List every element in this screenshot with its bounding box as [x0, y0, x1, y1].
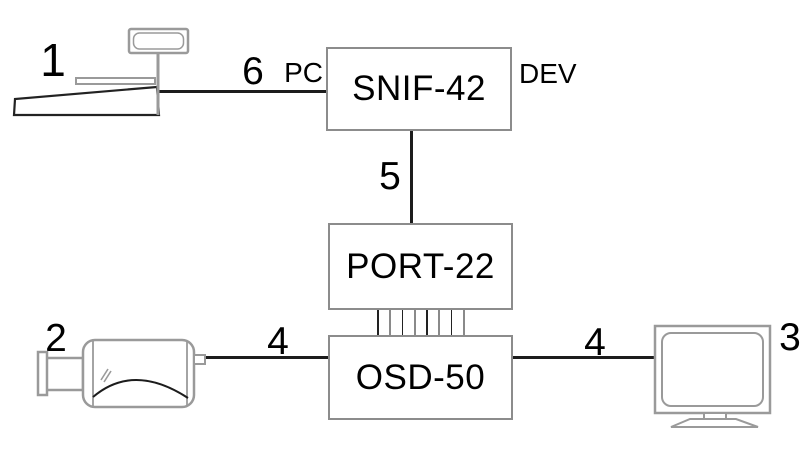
ribbon-wire: [413, 310, 416, 335]
box-port-22-label: PORT-22: [346, 246, 495, 286]
connection-5-label: 5: [379, 155, 401, 198]
box-snif-42-label: SNIF-42: [352, 69, 486, 108]
device-1-number: 1: [40, 34, 66, 86]
device-3-number: 3: [779, 316, 801, 359]
ribbon-wire: [426, 310, 428, 335]
ribbon-wire: [377, 310, 379, 335]
connection-camera-to-osd: [204, 356, 328, 359]
connection-register-to-snif: [159, 90, 326, 93]
dev-port-label: DEV: [519, 58, 577, 89]
ribbon-wire: [450, 310, 453, 335]
cash-register-icon: [12, 27, 190, 117]
ribbon-wire: [462, 310, 465, 335]
pc-port-label: PC: [284, 57, 323, 88]
box-osd-50: OSD-50: [328, 335, 513, 420]
connection-6-label: 6: [242, 50, 264, 93]
box-snif-42: SNIF-42: [326, 47, 512, 131]
ribbon-wire: [401, 310, 404, 335]
box-port-22: PORT-22: [328, 223, 513, 310]
ribbon-wire: [389, 310, 392, 335]
connection-4-left-label: 4: [267, 320, 289, 363]
connection-4-right-label: 4: [584, 321, 606, 364]
monitor-icon: [653, 324, 772, 428]
ribbon-cable-port-to-osd: [377, 310, 465, 335]
ribbon-wire: [438, 310, 441, 335]
camera-icon: [36, 338, 206, 409]
connection-osd-to-monitor: [513, 356, 655, 359]
connection-snif-to-port: [410, 131, 413, 223]
device-2-number: 2: [45, 317, 67, 360]
box-osd-50-label: OSD-50: [355, 357, 486, 397]
